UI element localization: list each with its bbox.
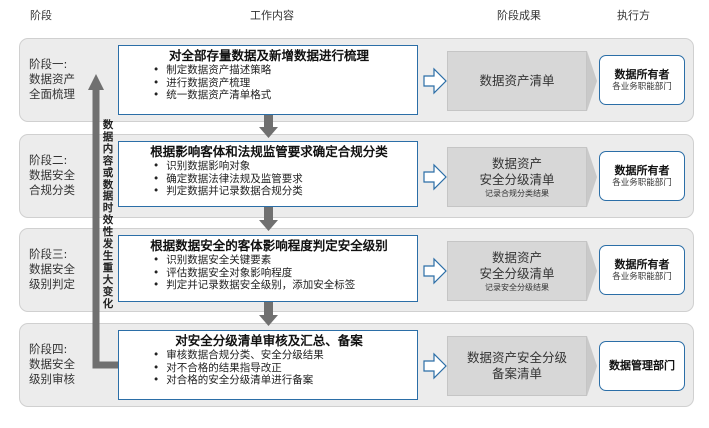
stage-4-executor-name: 数据管理部门	[609, 359, 675, 372]
stage-2-work-box: 根据影响客体和法规监管要求确定合规分类 识别数据影响对象 确定数据法律法规及监管…	[118, 141, 418, 207]
stage-3-label-text: 阶段三: 数据安全 级别判定	[29, 247, 75, 291]
result-arrow-4	[423, 352, 447, 380]
stage-2-executor: 数据所有者 各业务职能部门	[599, 151, 685, 201]
header-work-content: 工作内容	[250, 9, 294, 22]
stage-1-work-box: 对全部存量数据及新增数据进行梳理 制定数据资产描述策略 进行数据资产梳理 统一数…	[118, 45, 418, 115]
stage-3-executor-sub: 各业务职能部门	[612, 271, 672, 282]
stage-2-item-1: 识别数据影响对象	[153, 160, 411, 173]
stage-2-item-2: 确定数据法律法规及监管要求	[153, 173, 411, 186]
stage-3-result-text: 数据资产 安全分级清单	[479, 249, 555, 281]
stage-1-item-1: 制定数据资产描述策略	[153, 64, 411, 77]
stage-2-label-text: 阶段二: 数据安全 合规分类	[29, 153, 75, 197]
stage-4-work-title: 对安全分级清单审核及汇总、备案	[175, 333, 363, 348]
result-arrow-3	[423, 257, 447, 285]
feedback-condition-label: 数据内容或数据时效性发生重大变化	[102, 119, 114, 310]
stage-4-executor: 数据管理部门	[599, 341, 685, 391]
stage-2-result-text: 数据资产 安全分级清单	[479, 155, 555, 187]
result-arrow-2	[423, 163, 447, 191]
feedback-loop-line	[92, 88, 118, 369]
header-executor: 执行方	[617, 9, 650, 22]
stage-4-item-3: 对合格的安全分级清单进行备案	[153, 374, 411, 387]
stage-4-item-2: 对不合格的结果指导改正	[153, 362, 411, 375]
stage-4-work-box: 对安全分级清单审核及汇总、备案 审核数据合规分类、安全分级结果 对不合格的结果指…	[118, 330, 418, 400]
stage-3-label: 阶段三: 数据安全 级别判定	[29, 247, 99, 292]
stage-2-work-title: 根据影响客体和法规监管要求确定合规分类	[150, 144, 388, 159]
stage-1-item-3: 统一数据资产清单格式	[153, 89, 411, 102]
down-arrow-3-4	[259, 302, 278, 326]
stage-2-item-3: 判定数据并记录数据合规分类	[153, 185, 411, 198]
result-arrows	[423, 67, 447, 380]
stage-1-result-text: 数据资产清单	[479, 73, 555, 88]
feedback-loop-arrowhead	[88, 74, 104, 90]
stage-4-label: 阶段四: 数据安全 级别审核	[29, 342, 99, 387]
stage-2-executor-name: 数据所有者	[614, 163, 670, 177]
stage-1-executor-sub: 各业务职能部门	[612, 81, 672, 92]
stage-3-item-3: 判定并记录数据安全级别，添加安全标签	[153, 279, 411, 292]
stage-1-executor: 数据所有者 各业务职能部门	[599, 55, 685, 105]
header-stage-result: 阶段成果	[497, 9, 541, 22]
stage-3-item-2: 评估数据安全对象影响程度	[153, 267, 411, 280]
stage-2-result: 数据资产 安全分级清单 记录合规分类结果	[447, 147, 587, 207]
stage-1-work-items: 制定数据资产描述策略 进行数据资产梳理 统一数据资产清单格式	[153, 64, 411, 102]
stage-3-work-title: 根据数据安全的客体影响程度判定安全级别	[150, 238, 388, 253]
stage-1-executor-name: 数据所有者	[614, 67, 670, 81]
down-arrow-1-2	[259, 114, 278, 138]
stage-4-label-text: 阶段四: 数据安全 级别审核	[29, 342, 75, 386]
stage-2-work-items: 识别数据影响对象 确定数据法律法规及监管要求 判定数据并记录数据合规分类	[153, 160, 411, 198]
stage-3-executor-name: 数据所有者	[614, 257, 670, 271]
stage-3-item-1: 识别数据安全关键要素	[153, 254, 411, 267]
stage-3-work-items: 识别数据安全关键要素 评估数据安全对象影响程度 判定并记录数据安全级别，添加安全…	[153, 254, 411, 292]
result-chevrons	[587, 51, 597, 396]
stage-1-label: 阶段一: 数据资产 全面梳理	[29, 57, 99, 102]
result-arrow-1	[423, 67, 447, 95]
stage-3-work-box: 根据数据安全的客体影响程度判定安全级别 识别数据安全关键要素 评估数据安全对象影…	[118, 235, 418, 302]
stage-4-result: 数据资产安全分级 备案清单	[447, 336, 587, 396]
down-arrow-2-3	[259, 207, 278, 231]
stage-2-result-note: 记录合规分类结果	[485, 188, 549, 198]
stage-1-work-title: 对全部存量数据及新增数据进行梳理	[168, 48, 369, 63]
stage-1-item-2: 进行数据资产梳理	[153, 77, 411, 90]
stage-2-executor-sub: 各业务职能部门	[612, 177, 672, 188]
stage-3-executor: 数据所有者 各业务职能部门	[599, 245, 685, 295]
stage-1-label-text: 阶段一: 数据资产 全面梳理	[29, 57, 75, 101]
stage-1-result: 数据资产清单	[447, 51, 587, 111]
stage-4-work-items: 审核数据合规分类、安全分级结果 对不合格的结果指导改正 对合格的安全分级清单进行…	[153, 349, 411, 387]
stage-2-label: 阶段二: 数据安全 合规分类	[29, 153, 99, 198]
stage-4-item-1: 审核数据合规分类、安全分级结果	[153, 349, 411, 362]
stage-4-result-text: 数据资产安全分级 备案清单	[466, 350, 567, 381]
stage-3-result: 数据资产 安全分级清单 记录安全分级结果	[447, 241, 587, 301]
stage-3-result-note: 记录安全分级结果	[485, 282, 549, 292]
header-stage: 阶段	[30, 9, 52, 22]
